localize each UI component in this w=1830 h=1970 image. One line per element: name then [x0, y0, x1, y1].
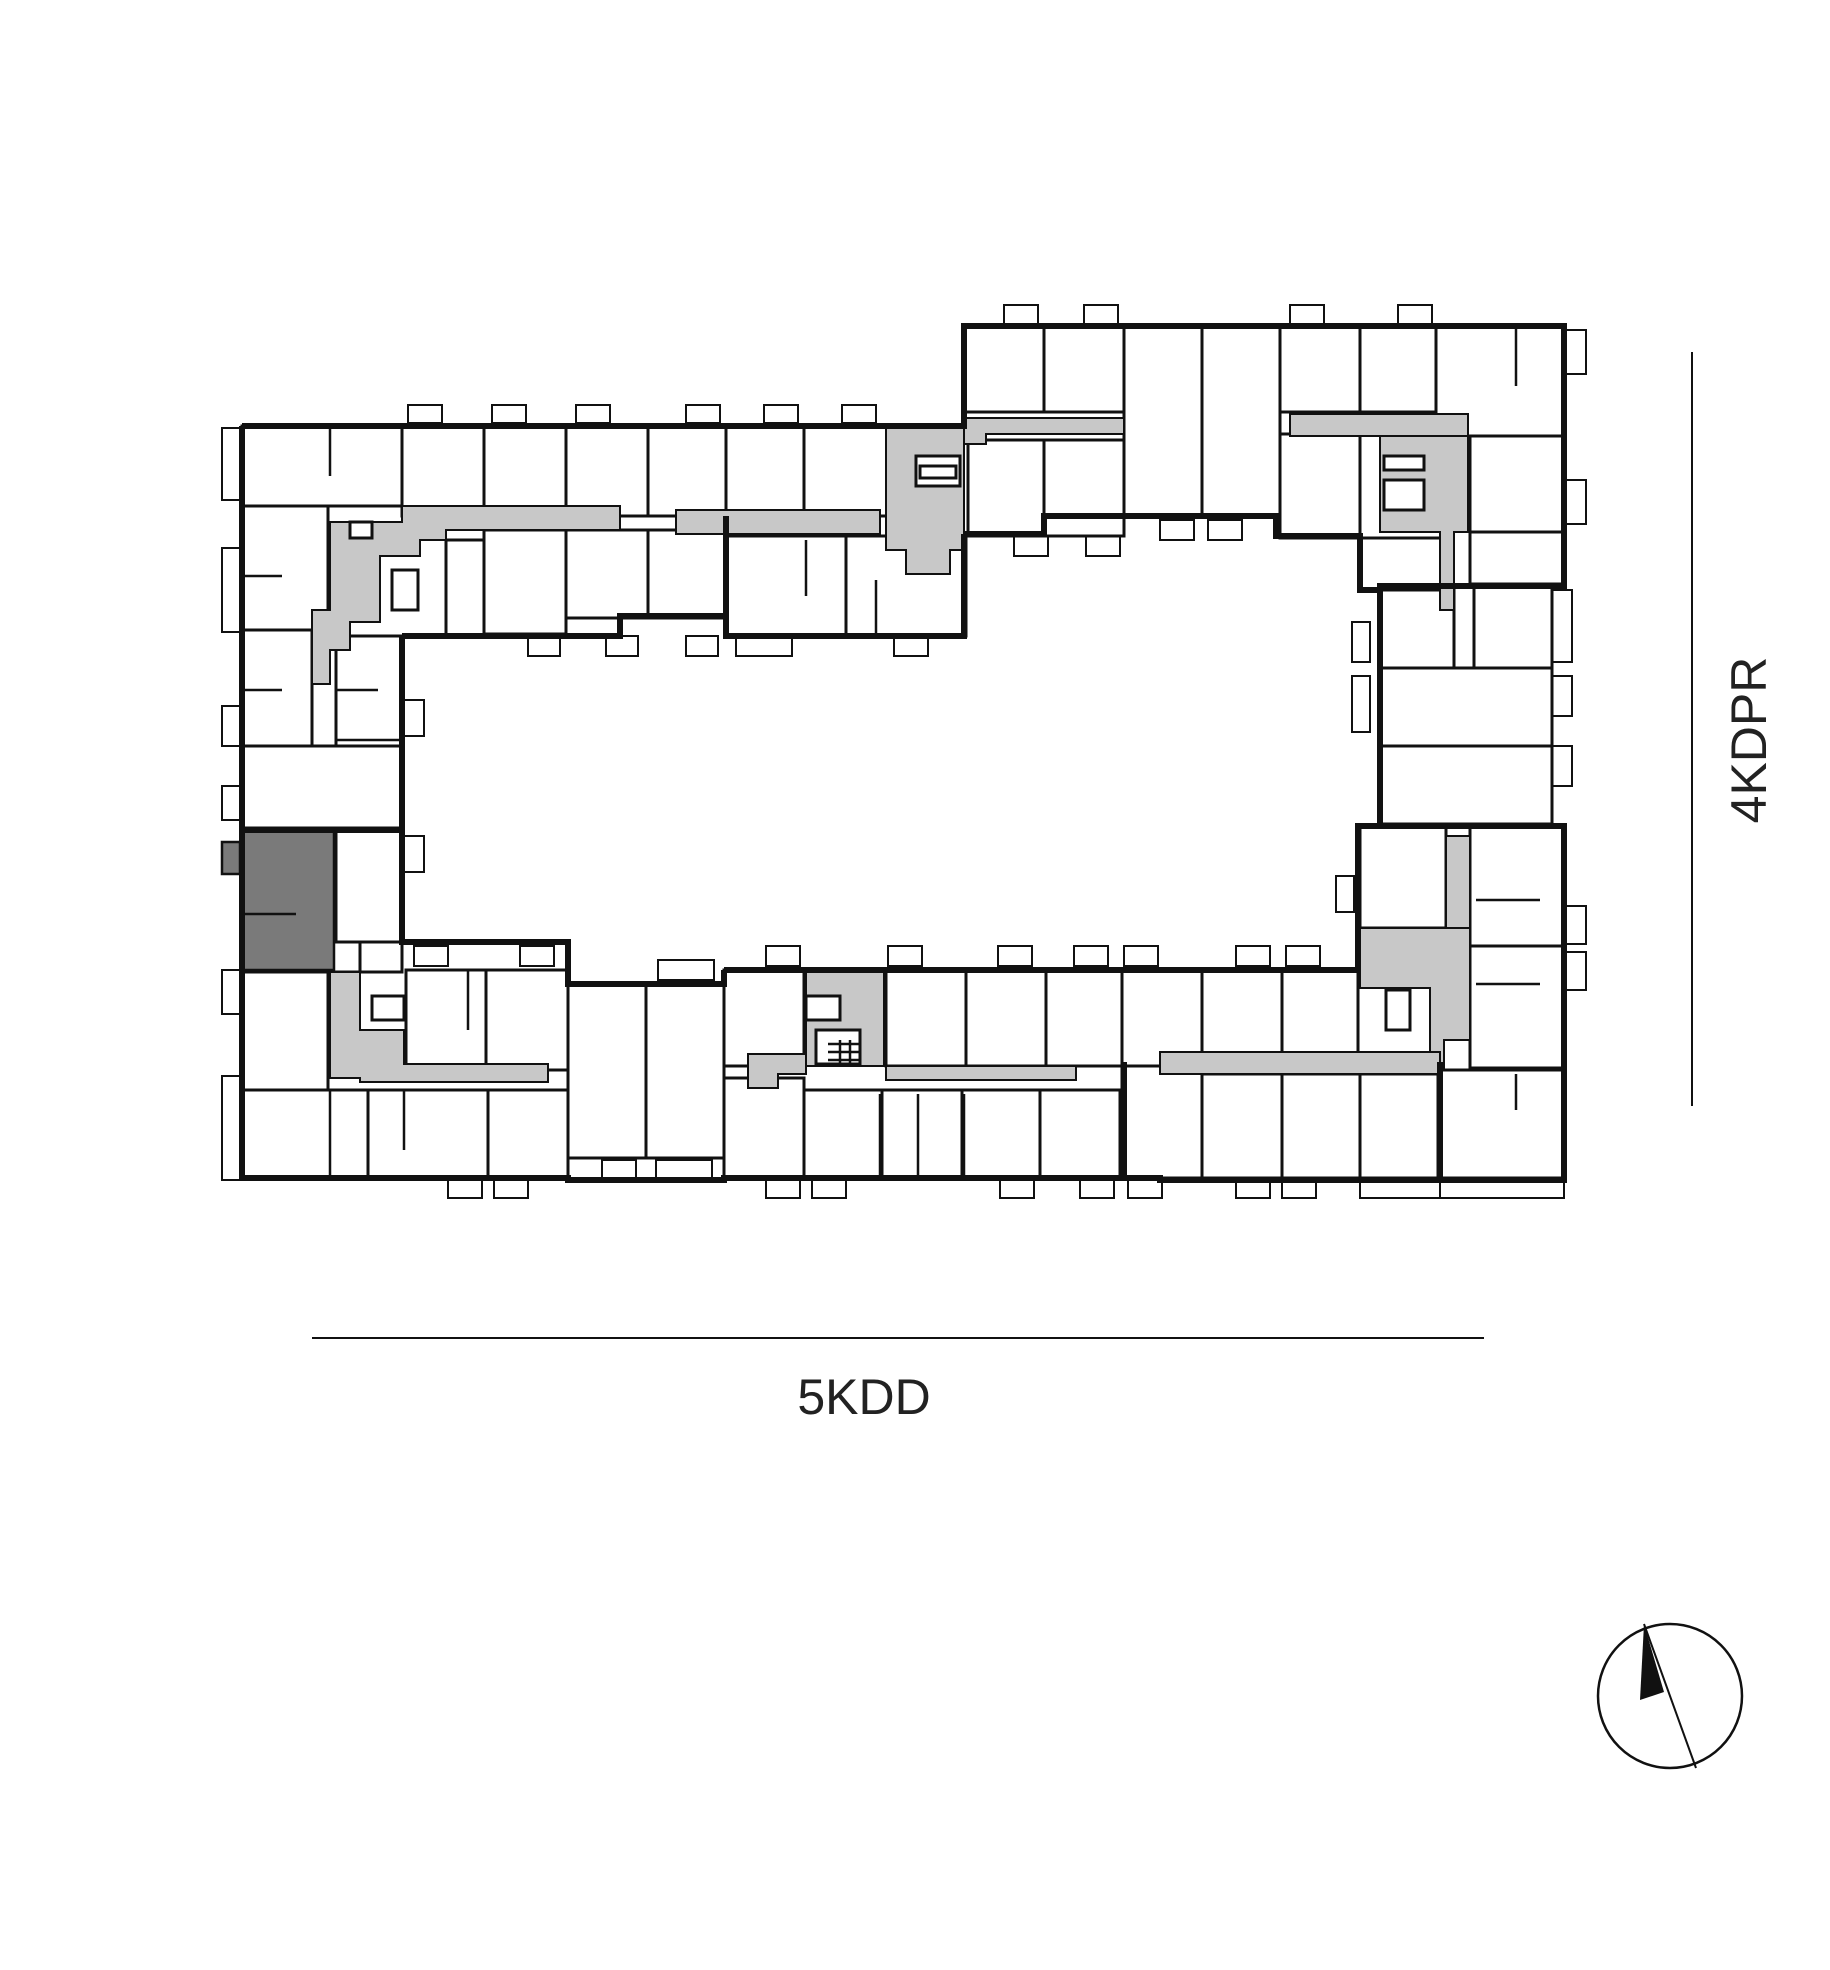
partitions	[242, 326, 1540, 1178]
cores	[348, 454, 1426, 1066]
stair-icon	[828, 1040, 860, 1064]
balconies	[220, 304, 1587, 1199]
rooms	[240, 324, 1566, 1180]
corridors	[311, 413, 1471, 1089]
compass-north-arrow-icon	[1596, 1622, 1744, 1770]
exterior-walls	[239, 323, 1567, 1183]
highlighted-unit[interactable]	[240, 828, 336, 972]
vertical-dimension-label: 4KDPR	[1721, 657, 1777, 824]
horizontal-dimension-label: 5KDD	[797, 1369, 930, 1425]
